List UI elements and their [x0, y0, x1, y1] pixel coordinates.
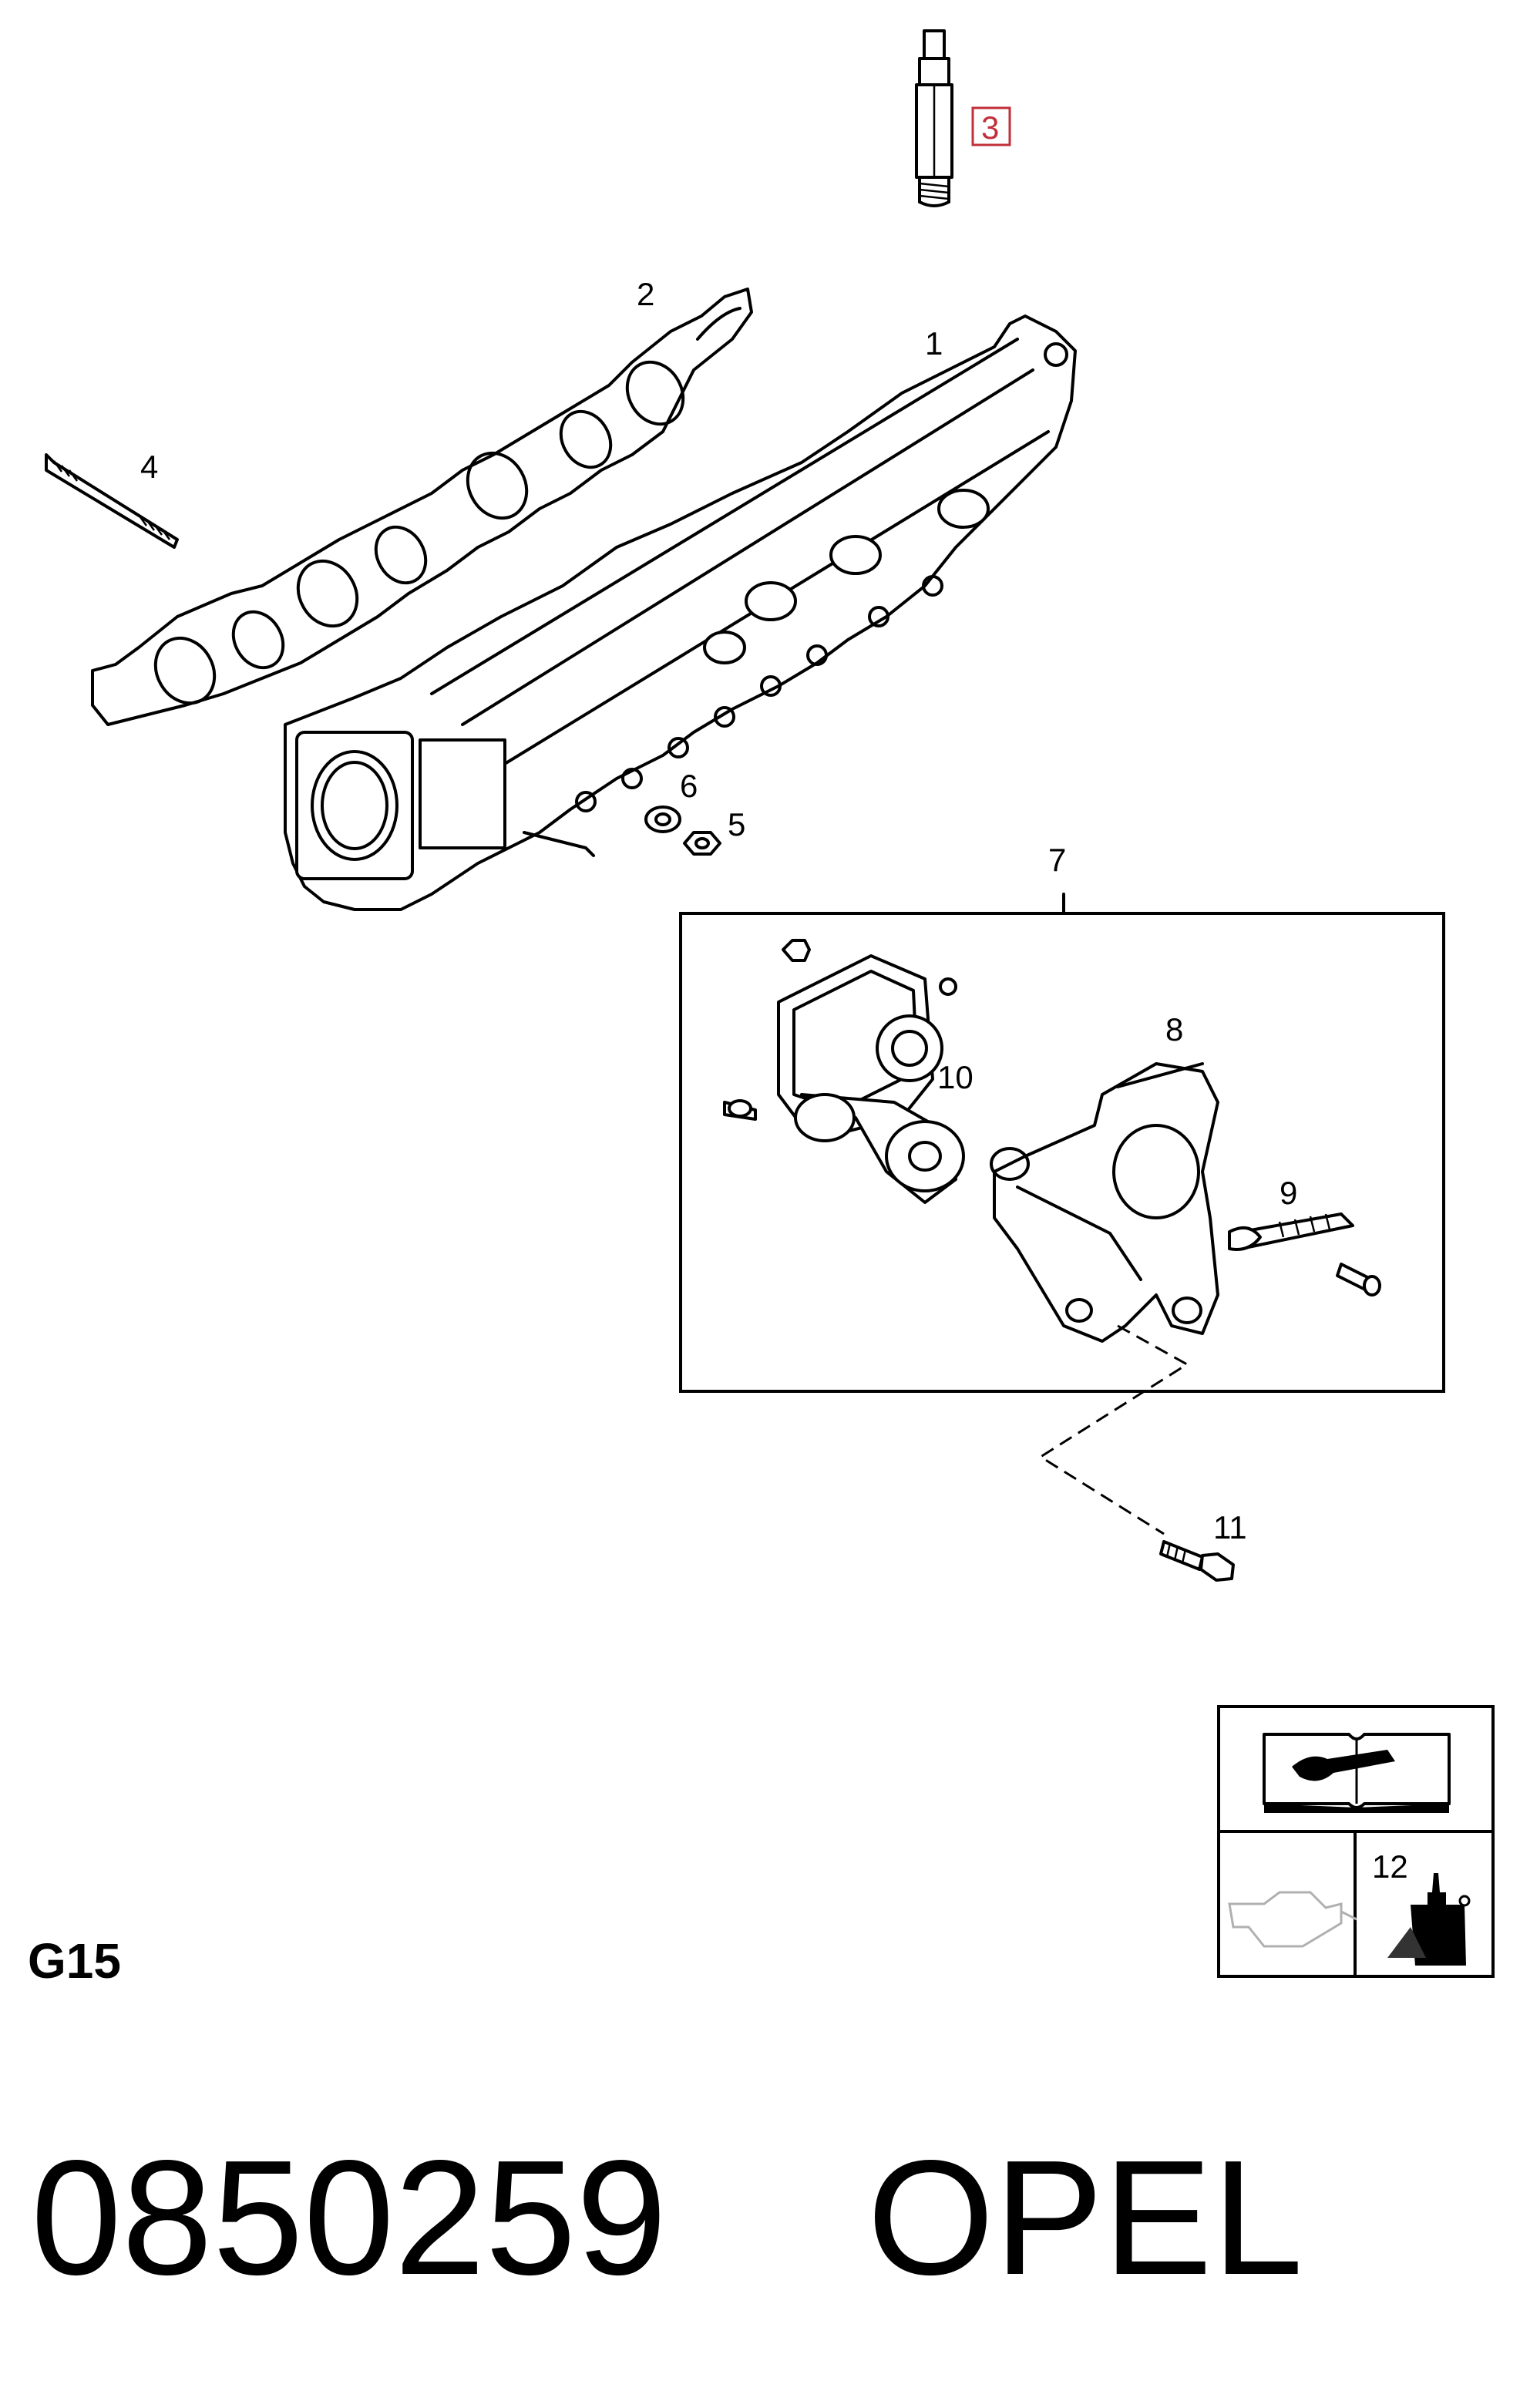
callout-8: 8: [1165, 1011, 1183, 1048]
brand-name: OPEL: [867, 2126, 1303, 2309]
callout-11: 11: [1213, 1509, 1247, 1545]
manual-wrench-icon: [1263, 1733, 1451, 1813]
part-2-gasket: [91, 288, 753, 726]
part-5-nut: [683, 831, 721, 856]
part-6-washer: [644, 805, 681, 833]
callout-2: 2: [637, 276, 654, 312]
callout-3: 3: [981, 109, 999, 146]
callout-9: 9: [1280, 1175, 1297, 1211]
part-number: 0850259: [31, 2126, 667, 2309]
sealant-bottle-icon: [1387, 1873, 1471, 1966]
callout-4: 4: [140, 449, 158, 485]
oil-can-icon: [1228, 1891, 1357, 1948]
part-4-stud: [45, 453, 179, 549]
callout-3-box: [971, 106, 1011, 146]
part-8-bracket: [990, 1062, 1219, 1343]
part-11-bolt: [1159, 1540, 1235, 1582]
callout-10: 10: [937, 1059, 974, 1095]
part-3-stud: [915, 29, 953, 207]
callout-1: 1: [925, 325, 943, 362]
part-11-leader: [1038, 1324, 1189, 1535]
assembly-7-frame: [679, 912, 1445, 1393]
callout-12: 12: [1372, 1848, 1408, 1885]
part-10-actuator: [723, 939, 965, 1204]
part-1-manifold: [284, 314, 1077, 911]
section-code: G15: [28, 1933, 121, 1989]
callout-5: 5: [728, 806, 745, 842]
callout-6: 6: [680, 768, 698, 804]
part-9-screws: [1228, 1212, 1381, 1296]
callout-7: 7: [1048, 842, 1066, 878]
